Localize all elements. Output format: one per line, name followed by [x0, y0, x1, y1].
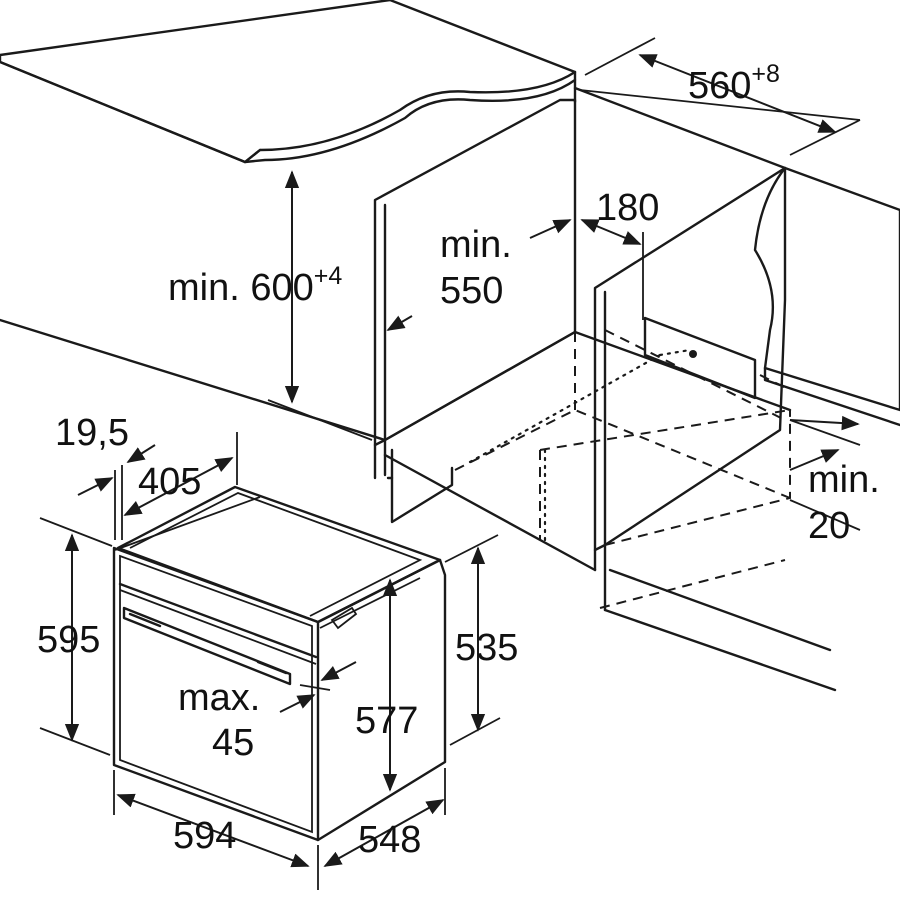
- label-oven-width: 594: [173, 815, 236, 857]
- label-frame-offset: 19,5: [55, 412, 129, 454]
- label-oven-depth: 548: [358, 819, 421, 861]
- dim-line-oven-depth: [323, 799, 445, 867]
- dim-line-socket: [580, 219, 642, 245]
- dim-line-oven-width: [116, 793, 310, 868]
- dimension-lines: [39, 37, 861, 890]
- socket-icon: [689, 350, 697, 358]
- label-panel-gap-line1: max.: [178, 677, 260, 719]
- worktop-right: [753, 166, 900, 427]
- dim-line-niche-width: [638, 54, 837, 133]
- worktop-left: [0, 0, 577, 164]
- label-niche-depth-line1: min.: [440, 224, 512, 266]
- cabinet: [0, 78, 861, 692]
- label-niche-depth-line2: 550: [440, 270, 503, 312]
- label-rear-gap-line1: min.: [808, 459, 880, 501]
- label-rear-gap-line2: 20: [808, 505, 850, 547]
- label-inner-height: 577: [355, 700, 418, 742]
- label-niche-height: min. 600+4: [168, 262, 342, 309]
- oven: [112, 485, 447, 842]
- label-niche-width: 560+8: [688, 60, 780, 107]
- label-body-height: 535: [455, 627, 518, 669]
- label-socket-area: 180: [596, 187, 659, 229]
- socket-area: [643, 316, 757, 400]
- oven-door-handle: [122, 606, 292, 686]
- label-panel-gap-line2: 45: [212, 722, 254, 764]
- label-oven-height: 595: [37, 619, 100, 661]
- dimension-labels: 560+8 min. 600+4 min. 550 180 min. 20 19…: [37, 60, 880, 861]
- label-door-depth: 405: [138, 461, 201, 503]
